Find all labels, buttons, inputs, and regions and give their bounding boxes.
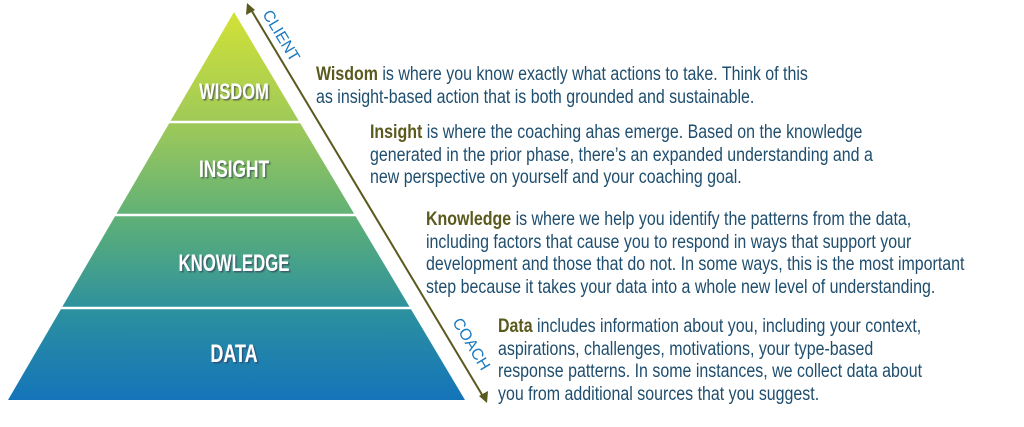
text: new perspective on yourself and your coa… (370, 167, 742, 188)
text: response patterns. In some instances, we… (498, 361, 923, 382)
term: Insight (370, 122, 423, 143)
arrowhead-up-icon (246, 3, 255, 15)
level-knowledge: KNOWLEDGE (178, 250, 289, 277)
level-insight: INSIGHT (199, 156, 269, 182)
text: generated in the prior phase, there’s an… (370, 144, 873, 166)
pyramid-shape (8, 12, 465, 400)
arrowhead-down-icon (479, 391, 488, 403)
text: step because it takes your data into a w… (426, 276, 936, 298)
knowledge-description: Knowledge is where we help you identify … (426, 209, 1024, 299)
client-coach-arrow (246, 3, 488, 403)
term: Wisdom (316, 64, 378, 85)
level-wisdom: WISDOM (199, 80, 269, 105)
text: is where you know exactly what actions t… (377, 64, 808, 85)
text: aspirations, challenges, motivations, yo… (498, 338, 874, 360)
text: you from additional sources that you sug… (498, 383, 820, 405)
text: including factors that cause you to resp… (426, 231, 912, 253)
text: is where we help you identify the patter… (511, 209, 912, 230)
coach-label: COACH (449, 315, 493, 373)
level-data: DATA (210, 339, 258, 368)
text: as insight-based action that is both gro… (316, 86, 755, 108)
client-label: CLIENT (259, 7, 303, 65)
text: is where the coaching ahas emerge. Based… (422, 122, 863, 143)
term: Knowledge (426, 209, 512, 230)
text: includes information about you, includin… (532, 316, 922, 337)
text: development and those that do not. In so… (426, 254, 965, 275)
data-description: Data includes information about you, inc… (498, 316, 1003, 406)
term: Data (498, 316, 533, 337)
wisdom-description: Wisdom is where you know exactly what ac… (316, 64, 902, 109)
insight-description: Insight is where the coaching ahas emerg… (370, 122, 969, 190)
